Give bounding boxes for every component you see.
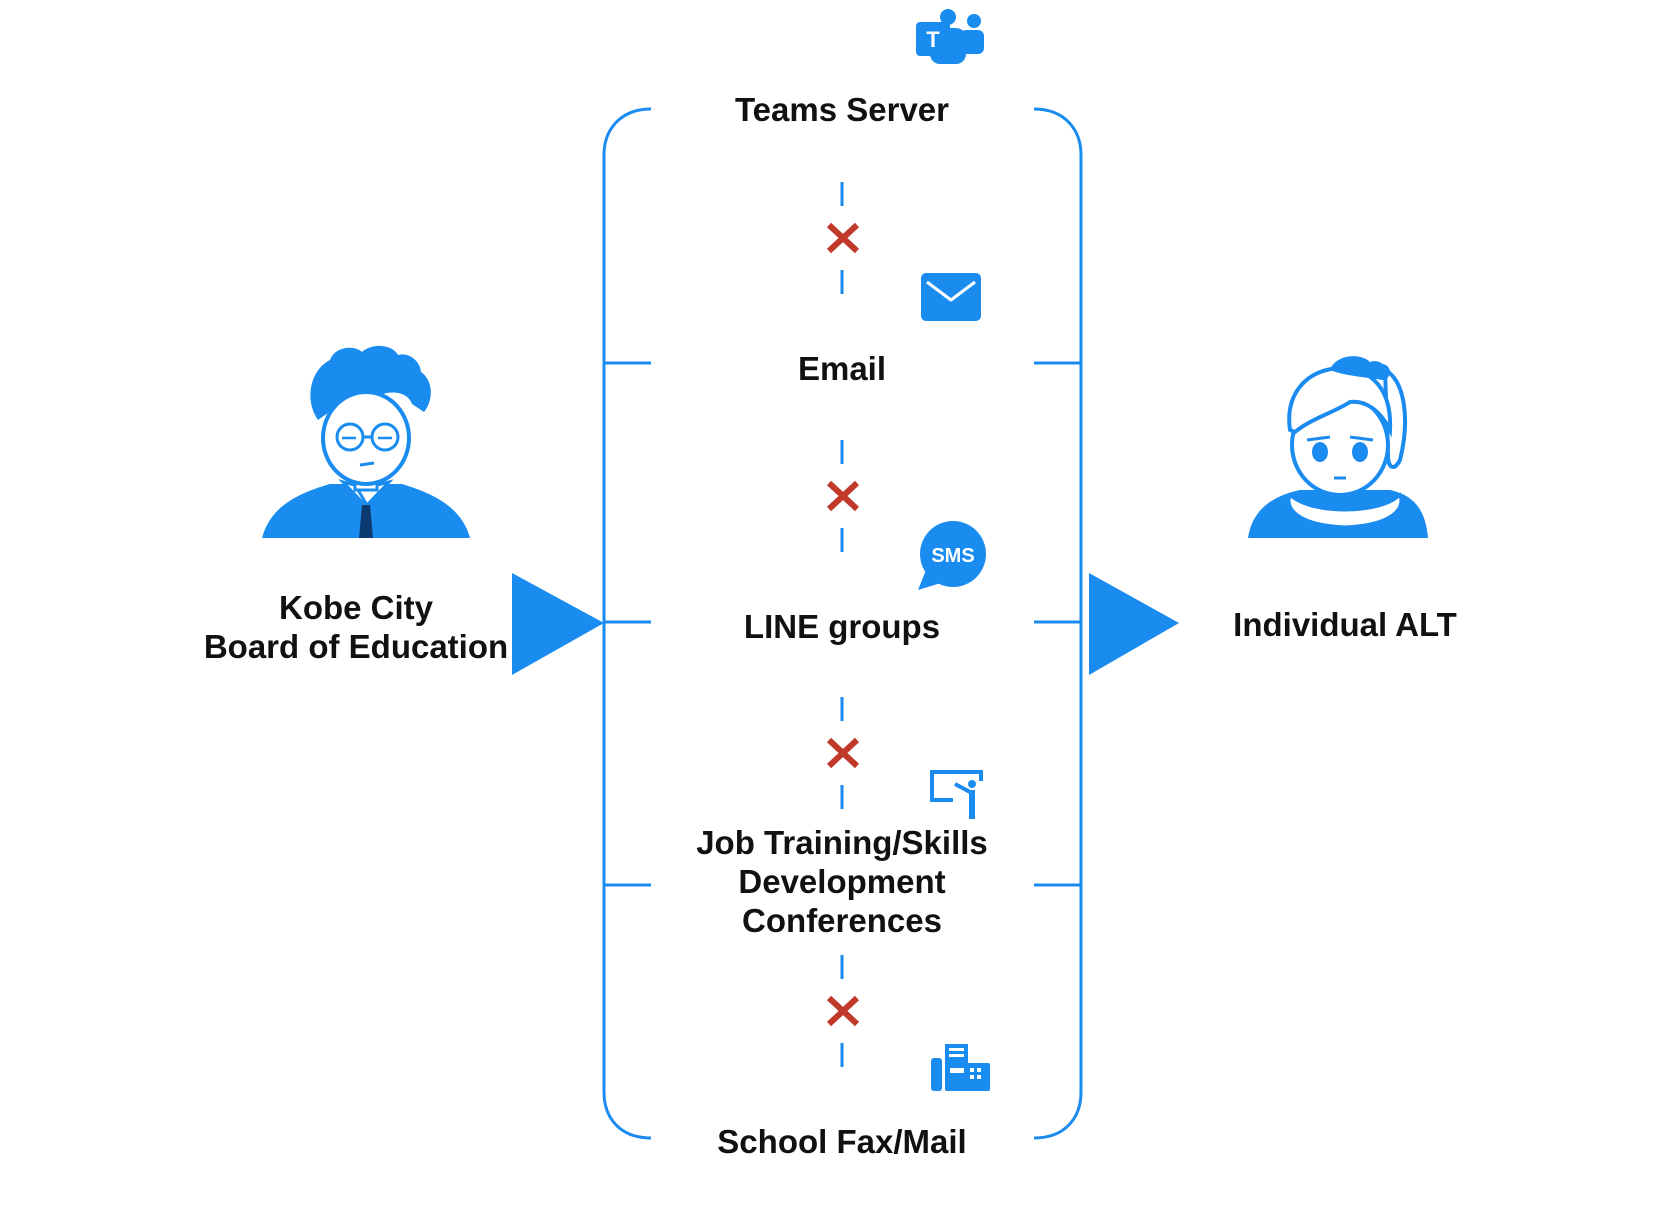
- channel-line-label: LINE groups: [743, 608, 941, 645]
- woman-with-ponytail-avatar: [1248, 356, 1428, 538]
- arrow-to-alt: [1089, 573, 1179, 675]
- channel-training-line2: Development: [738, 863, 946, 900]
- channel-teams-label: Teams Server: [734, 91, 950, 128]
- receiver-label: Individual ALT: [1233, 606, 1457, 643]
- separator-3: [826, 697, 860, 809]
- arrow-to-channels: [512, 573, 604, 675]
- channel-fax-label: School Fax/Mail: [717, 1123, 967, 1160]
- blocked-x-icon: [826, 480, 860, 512]
- separator-1: [826, 182, 860, 294]
- blocked-x-icon: [826, 222, 860, 254]
- sender-label-line2: Board of Education: [203, 628, 509, 665]
- blocked-x-icon: [826, 737, 860, 769]
- envelope-icon: [921, 273, 981, 321]
- svg-text:SMS: SMS: [931, 545, 974, 567]
- fax-machine-icon: [931, 1044, 990, 1091]
- separator-2: [826, 440, 860, 552]
- channel-training-label: Job Training/Skills Development Conferen…: [642, 823, 1042, 940]
- man-with-glasses-avatar: [262, 345, 470, 538]
- channel-training-line3: Conferences: [742, 902, 942, 939]
- presentation-board-icon: [930, 770, 983, 819]
- sender-label: Kobe City Board of Education: [200, 588, 512, 666]
- svg-text:T: T: [926, 27, 940, 52]
- blocked-separators: [826, 182, 860, 1067]
- channel-training-line1: Job Training/Skills: [696, 824, 988, 861]
- sms-bubble-icon: SMS: [918, 521, 986, 590]
- teams-icon: T: [916, 9, 984, 64]
- sender-label-line1: Kobe City: [278, 589, 433, 626]
- separator-4: [826, 955, 860, 1067]
- bracket-ticks: [604, 361, 1081, 887]
- channel-email-label: Email: [797, 350, 887, 387]
- blocked-x-icon: [826, 995, 860, 1027]
